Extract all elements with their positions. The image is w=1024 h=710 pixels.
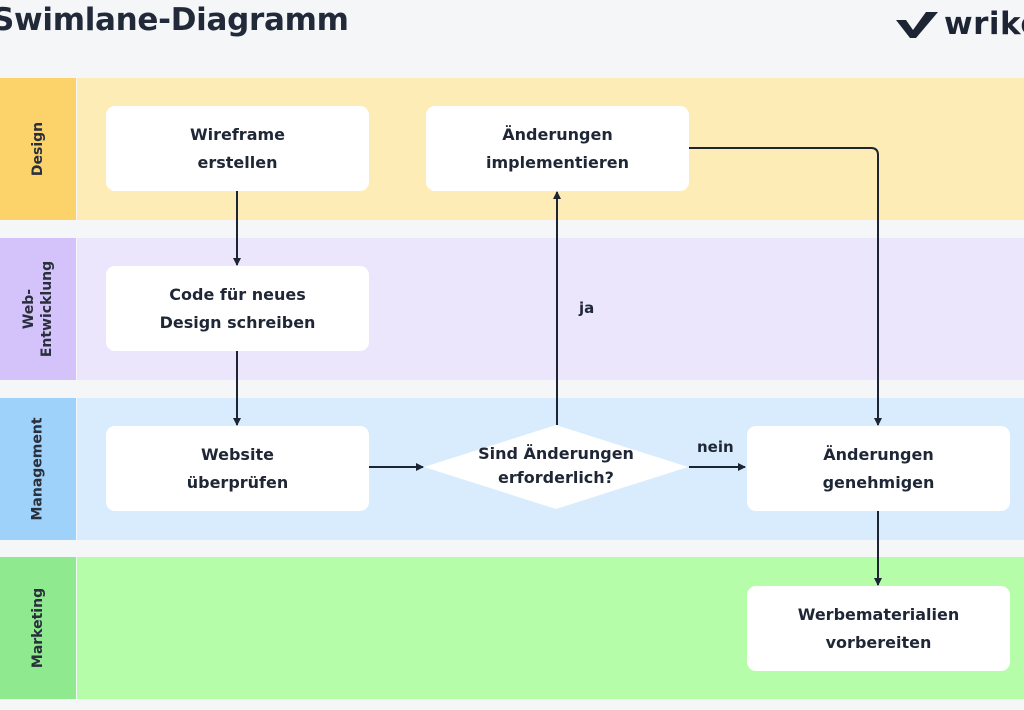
lane-label-management: Management	[0, 398, 76, 540]
page-title: Swimlane-Diagramm	[0, 2, 349, 38]
wrike-check-icon	[896, 12, 938, 38]
node-approve-changes: Änderungen genehmigen	[747, 426, 1010, 511]
edge-label-no: nein	[697, 438, 734, 456]
lane-label-web: Web- Entwicklung	[0, 238, 76, 380]
node-review-website: Website überprüfen	[106, 426, 369, 511]
edge-label-yes: ja	[579, 299, 595, 317]
node-write-code: Code für neues Design schreiben	[106, 266, 369, 351]
wrike-logo: wrike	[896, 8, 1024, 44]
node-implement-changes: Änderungen implementieren	[426, 106, 689, 191]
node-prepare-marketing: Werbematerialien vorbereiten	[747, 586, 1010, 671]
decision-label: Sind Änderungen erforderlich?	[478, 444, 634, 487]
lane-label-marketing: Marketing	[0, 557, 76, 699]
lane-label-design: Design	[0, 78, 76, 220]
node-wireframe: Wireframe erstellen	[106, 106, 369, 191]
brand-name: wrike	[944, 8, 1024, 42]
